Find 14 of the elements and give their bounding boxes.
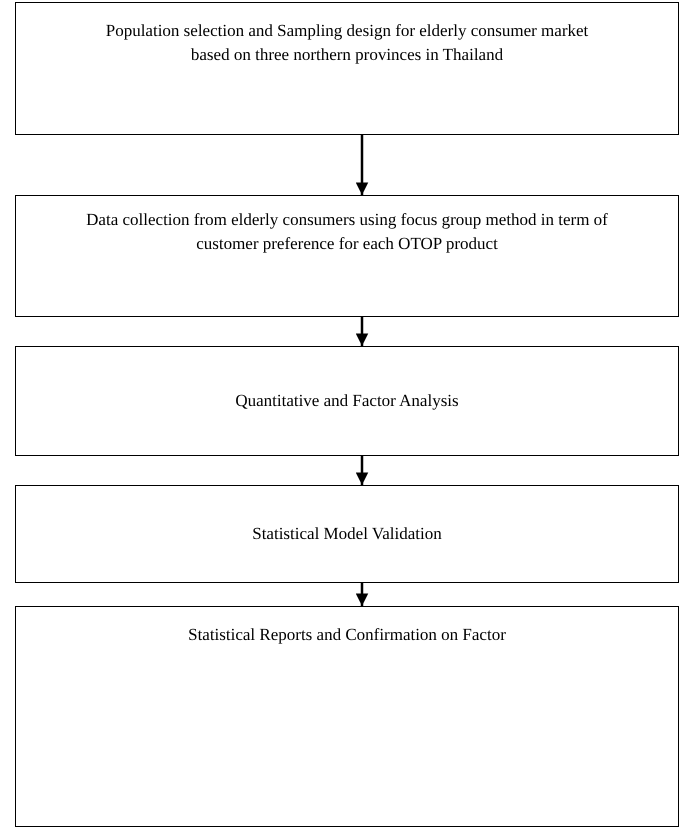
arrow bbox=[356, 135, 368, 195]
process-box bbox=[15, 2, 679, 135]
box-text: Data collection from elderly consumers using focus group method in term of customer preference for each OTOP product bbox=[85, 209, 609, 255]
process-box bbox=[15, 485, 679, 583]
box-text: Quantitative and Factor Analysis bbox=[234, 390, 460, 412]
arrow bbox=[356, 317, 368, 346]
box-text: Statistical Reports and Confirmation on Factor bbox=[187, 624, 507, 646]
process-box bbox=[15, 195, 679, 317]
arrow bbox=[356, 583, 368, 606]
box-text: Statistical Model Validation bbox=[251, 523, 443, 545]
arrow bbox=[356, 456, 368, 485]
process-box bbox=[15, 346, 679, 456]
box-text: Population selection and Sampling design for elderly consumer market based on three northern provinces in Thailand bbox=[104, 20, 590, 66]
process-box bbox=[15, 606, 679, 827]
